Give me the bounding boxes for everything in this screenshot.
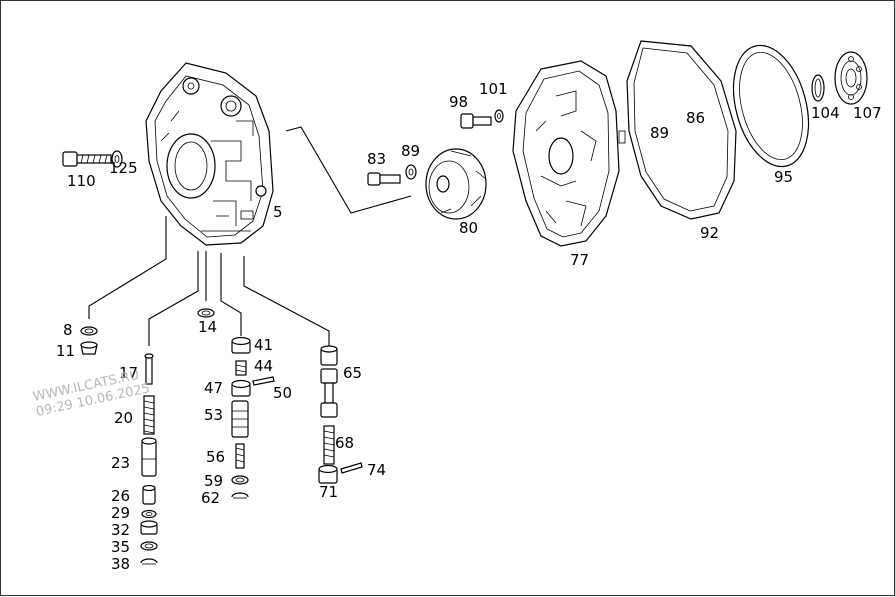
part-62-clip[interactable] <box>231 492 249 499</box>
part-11-plug[interactable] <box>80 341 98 355</box>
label-59: 59 <box>204 472 223 490</box>
label-32: 32 <box>111 521 130 539</box>
part-74-pin[interactable] <box>340 462 363 474</box>
label-89-b: 89 <box>650 124 669 142</box>
part-35-ring[interactable] <box>140 541 158 551</box>
label-68: 68 <box>335 434 354 452</box>
label-41: 41 <box>254 336 273 354</box>
part-20-spring[interactable] <box>143 395 155 435</box>
part-47-piston[interactable] <box>231 379 251 397</box>
label-5: 5 <box>273 203 283 221</box>
label-86: 86 <box>686 109 705 127</box>
part-26-sleeve[interactable] <box>142 484 156 505</box>
part-50-pin[interactable] <box>252 376 275 386</box>
label-50: 50 <box>273 384 292 402</box>
label-101: 101 <box>479 80 508 98</box>
part-83-bolt[interactable] <box>367 172 401 186</box>
label-107: 107 <box>853 104 882 122</box>
label-110: 110 <box>67 172 96 190</box>
label-53: 53 <box>204 406 223 424</box>
part-65-valve[interactable] <box>320 345 338 418</box>
label-17: 17 <box>119 364 138 382</box>
label-38: 38 <box>111 555 130 573</box>
label-14: 14 <box>198 318 217 336</box>
part-17-pin[interactable] <box>144 353 154 385</box>
label-20: 20 <box>114 409 133 427</box>
part-56-spring[interactable] <box>235 443 245 469</box>
part-32-plug[interactable] <box>140 520 158 535</box>
label-89-a: 89 <box>401 142 420 160</box>
label-29: 29 <box>111 504 130 522</box>
label-83: 83 <box>367 150 386 168</box>
label-71: 71 <box>319 483 338 501</box>
part-53-valve[interactable] <box>231 400 249 438</box>
label-104: 104 <box>811 104 840 122</box>
part-95-seal-ring[interactable] <box>721 37 821 175</box>
part-125-washer[interactable] <box>111 150 123 168</box>
label-47: 47 <box>204 379 223 397</box>
label-77: 77 <box>570 251 589 269</box>
part-107-bearing[interactable] <box>834 51 868 105</box>
label-98: 98 <box>449 93 468 111</box>
label-125: 125 <box>109 159 138 177</box>
part-23-valve[interactable] <box>141 437 157 477</box>
part-77-pump-plate[interactable] <box>512 60 626 247</box>
part-89-washer-a[interactable] <box>405 164 417 180</box>
part-92-gasket[interactable] <box>626 40 737 220</box>
label-35: 35 <box>111 538 130 556</box>
label-62: 62 <box>201 489 220 507</box>
part-8-seal[interactable] <box>80 326 98 336</box>
label-65: 65 <box>343 364 362 382</box>
label-56: 56 <box>206 448 225 466</box>
part-110-bolt[interactable] <box>62 151 112 167</box>
label-23: 23 <box>111 454 130 472</box>
part-38-clip[interactable] <box>140 558 158 565</box>
part-68-spring[interactable] <box>323 425 335 465</box>
part-29-ring[interactable] <box>141 509 157 519</box>
label-80: 80 <box>459 219 478 237</box>
part-5-valve-body[interactable] <box>145 62 274 246</box>
part-98-bolt[interactable] <box>460 113 492 129</box>
part-104-ring[interactable] <box>811 74 825 102</box>
label-74: 74 <box>367 461 386 479</box>
label-11: 11 <box>56 342 75 360</box>
part-14-washer[interactable] <box>197 308 215 318</box>
part-80-pump[interactable] <box>425 148 487 220</box>
part-41-plug[interactable] <box>231 336 251 354</box>
label-92: 92 <box>700 224 719 242</box>
label-95: 95 <box>774 168 793 186</box>
label-8: 8 <box>63 321 73 339</box>
label-26: 26 <box>111 487 130 505</box>
part-44-spring[interactable] <box>235 360 247 376</box>
part-71-plug[interactable] <box>318 464 338 484</box>
part-59-ring[interactable] <box>231 475 249 485</box>
part-101-washer[interactable] <box>494 109 504 123</box>
label-44: 44 <box>254 357 273 375</box>
